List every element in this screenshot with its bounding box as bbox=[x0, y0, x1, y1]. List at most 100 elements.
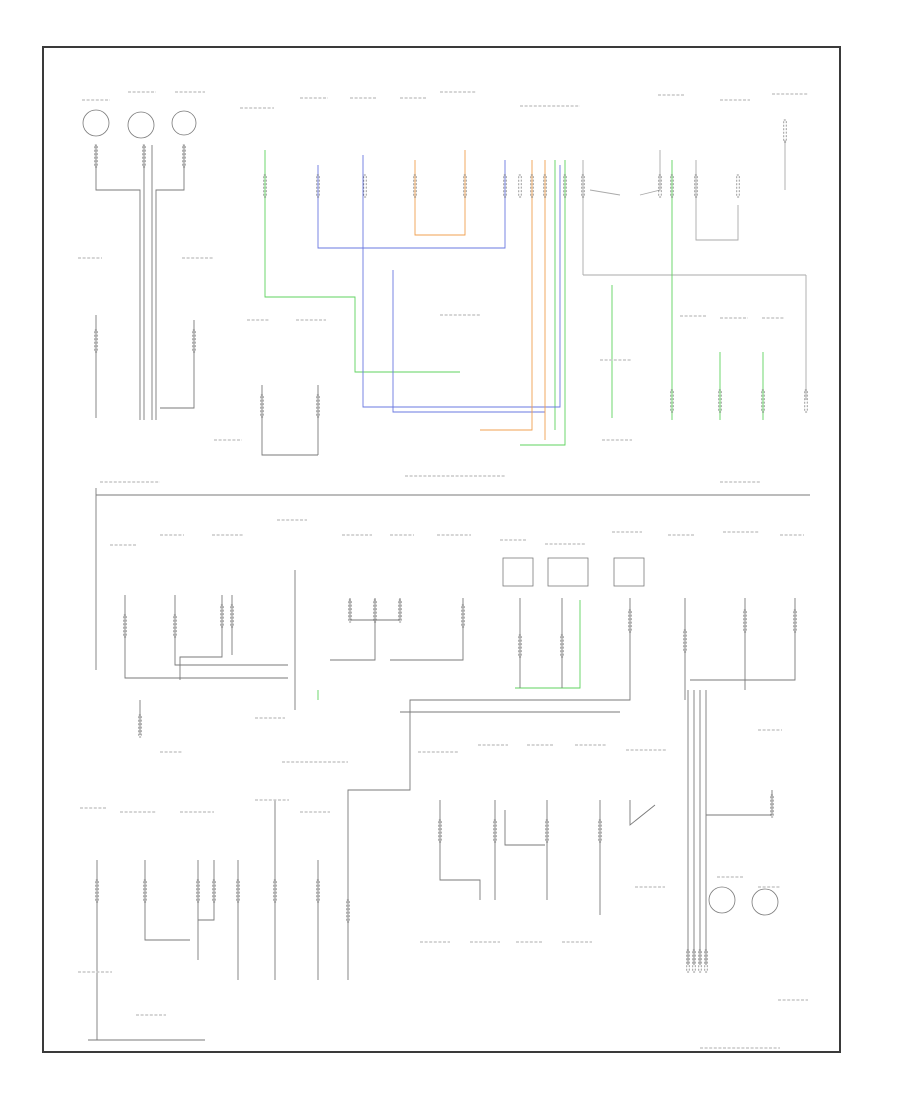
connector-19 bbox=[783, 119, 787, 143]
green-wire-8 bbox=[515, 600, 581, 689]
black-wire-44 bbox=[629, 800, 656, 826]
diagram-frame bbox=[42, 46, 841, 1053]
label-mark-layer bbox=[78, 91, 808, 1049]
connector-56 bbox=[698, 949, 702, 973]
top-left-module-2 bbox=[127, 111, 155, 139]
connector-37 bbox=[560, 634, 564, 658]
connector-57 bbox=[704, 949, 708, 973]
black-wire-12 bbox=[174, 595, 288, 666]
connector-9 bbox=[503, 174, 507, 198]
connector-5 bbox=[316, 174, 320, 198]
connector-55 bbox=[692, 949, 696, 973]
wire-layer bbox=[88, 140, 810, 1041]
green-wire-1 bbox=[264, 150, 460, 373]
connector-24 bbox=[670, 389, 674, 413]
component-box-1 bbox=[502, 557, 534, 587]
connector-27 bbox=[804, 389, 808, 413]
connector-39 bbox=[683, 629, 687, 653]
connector-41 bbox=[793, 609, 797, 633]
connector-33 bbox=[373, 599, 377, 623]
component-box-2 bbox=[547, 557, 589, 587]
blue-wire-3 bbox=[392, 270, 545, 413]
connector-25 bbox=[718, 389, 722, 413]
connector-46 bbox=[236, 879, 240, 903]
bottom-right-module-1 bbox=[708, 886, 736, 914]
bottom-right-module-2 bbox=[751, 888, 779, 916]
connector-4 bbox=[263, 174, 267, 198]
connector-3 bbox=[182, 144, 186, 168]
connector-32 bbox=[348, 599, 352, 623]
connector-31 bbox=[230, 604, 234, 628]
connector-38 bbox=[628, 609, 632, 633]
connector-layer bbox=[94, 119, 808, 973]
black-wire-24 bbox=[690, 598, 796, 681]
connector-23 bbox=[316, 394, 320, 418]
connector-7 bbox=[413, 174, 417, 198]
connector-53 bbox=[346, 899, 350, 923]
connector-49 bbox=[438, 819, 442, 843]
black-wire-11 bbox=[124, 595, 288, 679]
connector-15 bbox=[658, 174, 662, 198]
connector-20 bbox=[94, 329, 98, 353]
gray-wire-7 bbox=[589, 189, 621, 196]
gray-wire-4 bbox=[639, 150, 661, 196]
blue-wire-2 bbox=[362, 155, 561, 408]
connector-50 bbox=[493, 819, 497, 843]
connector-2 bbox=[142, 144, 146, 168]
black-wire-35 bbox=[198, 860, 215, 921]
connector-1 bbox=[94, 144, 98, 168]
connector-35 bbox=[461, 604, 465, 628]
connector-21 bbox=[192, 329, 196, 353]
top-left-module-3 bbox=[171, 110, 197, 136]
connector-45 bbox=[212, 879, 216, 903]
connector-59 bbox=[138, 714, 142, 738]
connector-44 bbox=[196, 879, 200, 903]
blue-wire-1 bbox=[317, 160, 506, 249]
black-wire-30 bbox=[706, 790, 773, 816]
connector-26 bbox=[761, 389, 765, 413]
black-wire-17 bbox=[330, 598, 376, 661]
connector-12 bbox=[543, 174, 547, 198]
connector-6 bbox=[363, 174, 367, 198]
connector-10 bbox=[518, 174, 522, 198]
black-wire-39 bbox=[439, 800, 481, 900]
black-wire-21 bbox=[347, 598, 631, 980]
connector-30 bbox=[220, 604, 224, 628]
connector-34 bbox=[398, 599, 402, 623]
black-wire-7 bbox=[160, 320, 195, 409]
orange-wire-3 bbox=[480, 160, 533, 431]
component-box-3 bbox=[613, 557, 645, 587]
top-left-module-1 bbox=[82, 109, 110, 137]
connector-18 bbox=[736, 174, 740, 198]
connector-36 bbox=[518, 634, 522, 658]
black-wire-3 bbox=[95, 145, 141, 420]
connector-48 bbox=[316, 879, 320, 903]
black-wire-18 bbox=[390, 598, 464, 661]
top-left-component-group bbox=[82, 109, 779, 916]
orange-wire-1 bbox=[414, 150, 466, 236]
green-wire-3 bbox=[520, 160, 566, 446]
connector-47 bbox=[273, 879, 277, 903]
connector-52 bbox=[598, 819, 602, 843]
connector-28 bbox=[123, 614, 127, 638]
connector-54 bbox=[686, 949, 690, 973]
connector-13 bbox=[563, 174, 567, 198]
black-wire-6 bbox=[155, 145, 185, 420]
connector-43 bbox=[143, 879, 147, 903]
black-wire-13 bbox=[179, 595, 223, 680]
connector-11 bbox=[530, 174, 534, 198]
gray-wire-5 bbox=[695, 160, 739, 241]
box-components bbox=[502, 557, 645, 587]
black-wire-33 bbox=[144, 860, 190, 941]
black-wire-42 bbox=[504, 810, 545, 846]
connector-17 bbox=[694, 174, 698, 198]
connector-16 bbox=[670, 174, 674, 198]
black-wire-9 bbox=[261, 385, 318, 456]
connector-58 bbox=[770, 794, 774, 818]
connector-14 bbox=[581, 174, 585, 198]
connector-42 bbox=[95, 879, 99, 903]
connector-51 bbox=[545, 819, 549, 843]
connector-8 bbox=[463, 174, 467, 198]
